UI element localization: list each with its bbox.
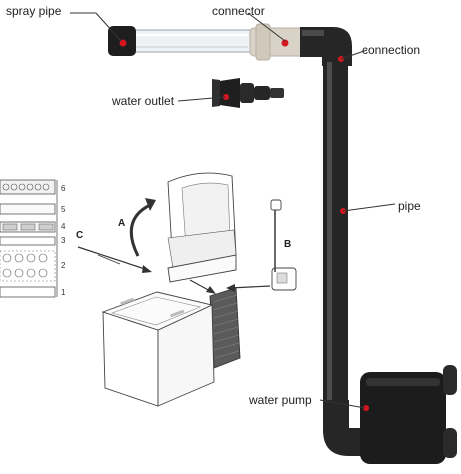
spray-pipe-marker [119,39,127,47]
elbow-connection [300,27,352,66]
arrow-c [77,246,149,271]
water-pump-assembly [323,365,457,464]
layer-number-2: 2 [61,261,66,270]
layer-number-5: 5 [61,205,66,214]
diagram-arrows [77,198,271,294]
label-water-outlet: water outlet [111,94,175,108]
label-connection: connection [362,43,420,57]
water-outlet-marker [223,94,229,100]
spray-pipe-assembly [108,23,352,66]
label-spray-pipe: spray pipe [6,4,62,18]
label-connector: connector [212,4,265,18]
layer-number-3: 3 [61,236,66,245]
water-pump-marker [363,405,369,411]
label-pipe: pipe [398,199,421,213]
filter-layers-diagram: 6 5 4 3 2 1 [0,179,66,298]
filter-box-drawing [101,172,297,407]
water-pump-body [360,372,446,464]
layer-number-6: 6 [61,184,66,193]
layer-number-4: 4 [61,222,66,231]
layer-number-1: 1 [61,288,66,297]
spray-tube [124,29,254,53]
leader-lines [70,12,396,409]
vertical-pipe [323,62,348,404]
water-outlet-part [212,78,284,108]
letter-c: C [76,230,83,241]
arrow-b [229,285,271,289]
arrow-a [129,203,151,257]
connector-marker [281,39,289,47]
label-water-pump: water pump [248,393,312,407]
letter-b: B [284,239,291,250]
letter-a: A [118,218,125,229]
